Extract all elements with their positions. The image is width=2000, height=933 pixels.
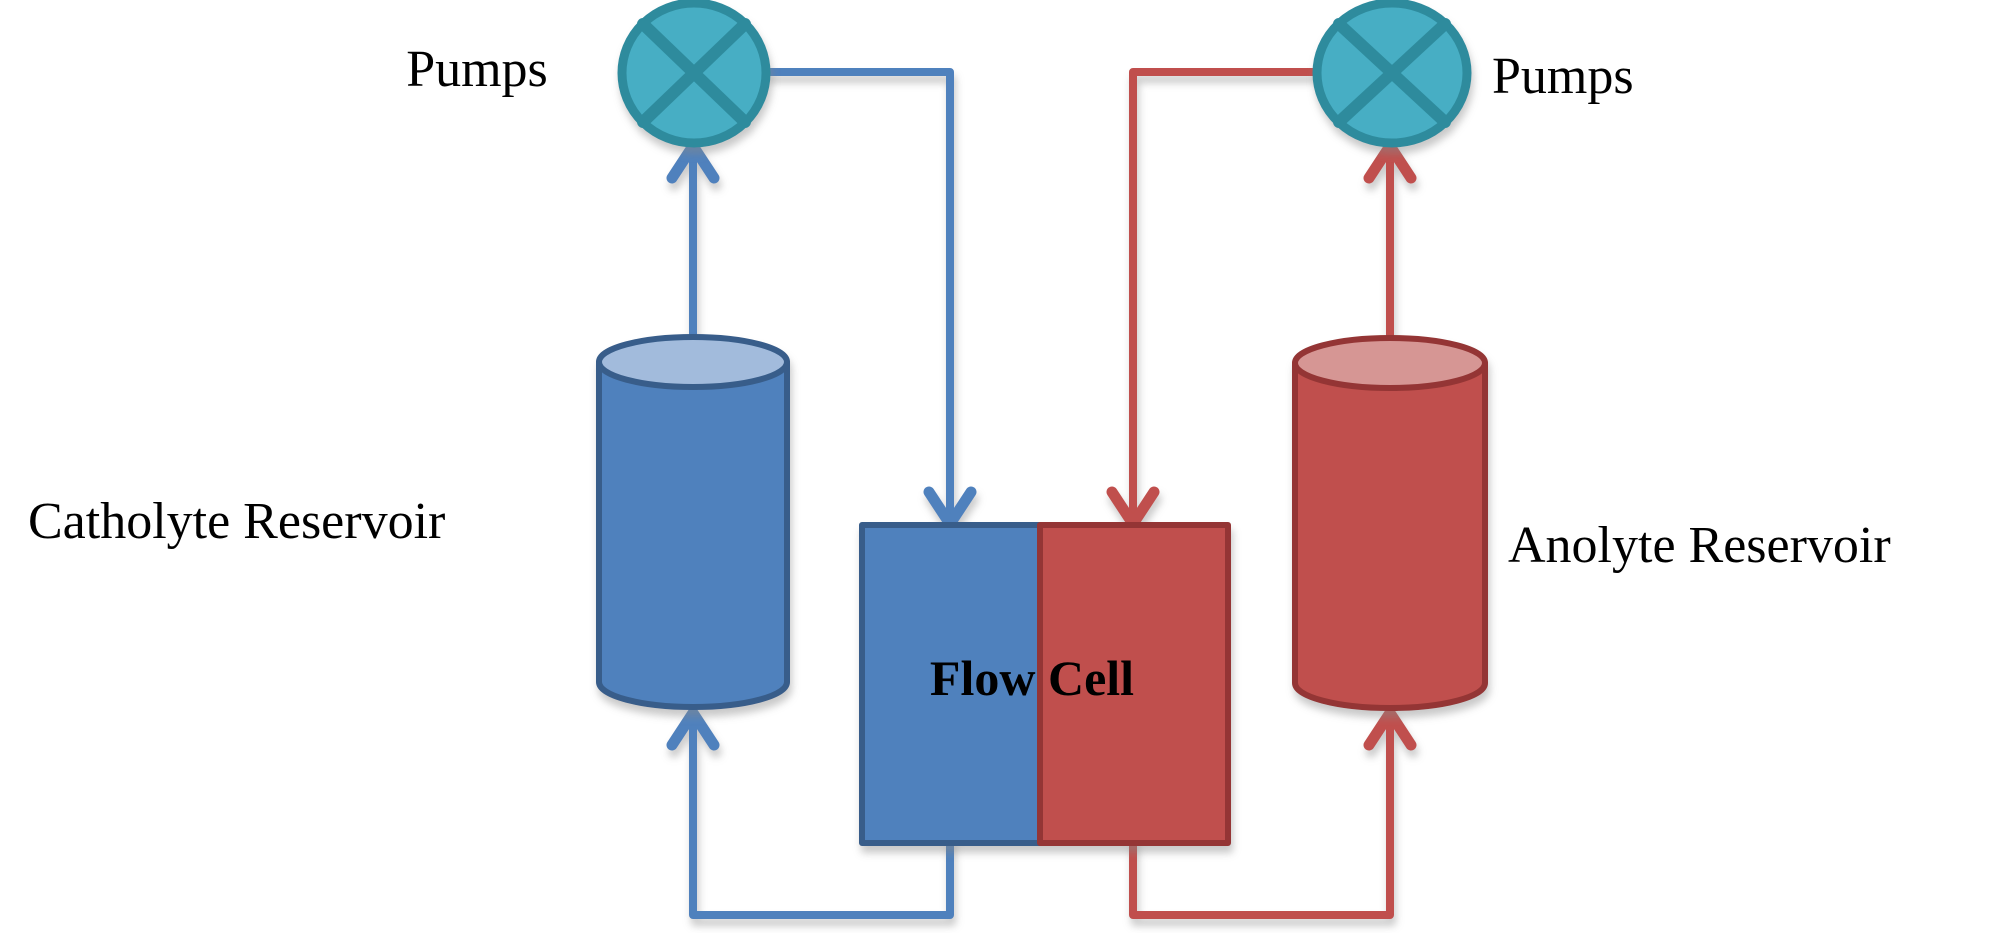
catholyte-arrowhead-into-reservoir bbox=[666, 707, 720, 751]
flow-cell-label: Flow Cell bbox=[930, 650, 1134, 706]
pump-cross-right bbox=[1333, 18, 1451, 128]
catholyte-pump-icon bbox=[617, 0, 771, 148]
catholyte-reservoir-cylinder bbox=[596, 334, 790, 710]
anolyte-reservoir-cylinder bbox=[1292, 335, 1488, 711]
anolyte-reservoir-label: Anolyte Reservoir bbox=[1508, 517, 1891, 574]
pumps-label-left: Pumps bbox=[406, 41, 548, 98]
pump-cross-left bbox=[637, 18, 751, 128]
anolyte-line-pump-to-flowcell bbox=[1129, 68, 1319, 521]
flow-cell bbox=[859, 522, 1231, 846]
flow-cell-anolyte-half bbox=[1037, 522, 1231, 846]
catholyte-return-line bbox=[689, 716, 954, 919]
anolyte-arrowhead-into-reservoir bbox=[1363, 707, 1417, 751]
anolyte-cylinder-body bbox=[1292, 360, 1488, 711]
flow-cell-catholyte-half bbox=[859, 522, 1043, 846]
anolyte-cylinder-top-face bbox=[1292, 335, 1488, 391]
pumps-label-right: Pumps bbox=[1492, 48, 1634, 105]
anolyte-return-line bbox=[1129, 716, 1394, 919]
catholyte-cylinder-top-face bbox=[596, 334, 790, 390]
catholyte-reservoir-label: Catholyte Reservoir bbox=[28, 493, 445, 550]
catholyte-line-pump-to-flowcell bbox=[764, 68, 954, 521]
anolyte-pump-icon bbox=[1312, 0, 1472, 148]
anolyte-flow-lines bbox=[1106, 68, 1417, 919]
catholyte-cylinder-body bbox=[596, 359, 790, 710]
catholyte-flow-lines bbox=[666, 68, 977, 919]
